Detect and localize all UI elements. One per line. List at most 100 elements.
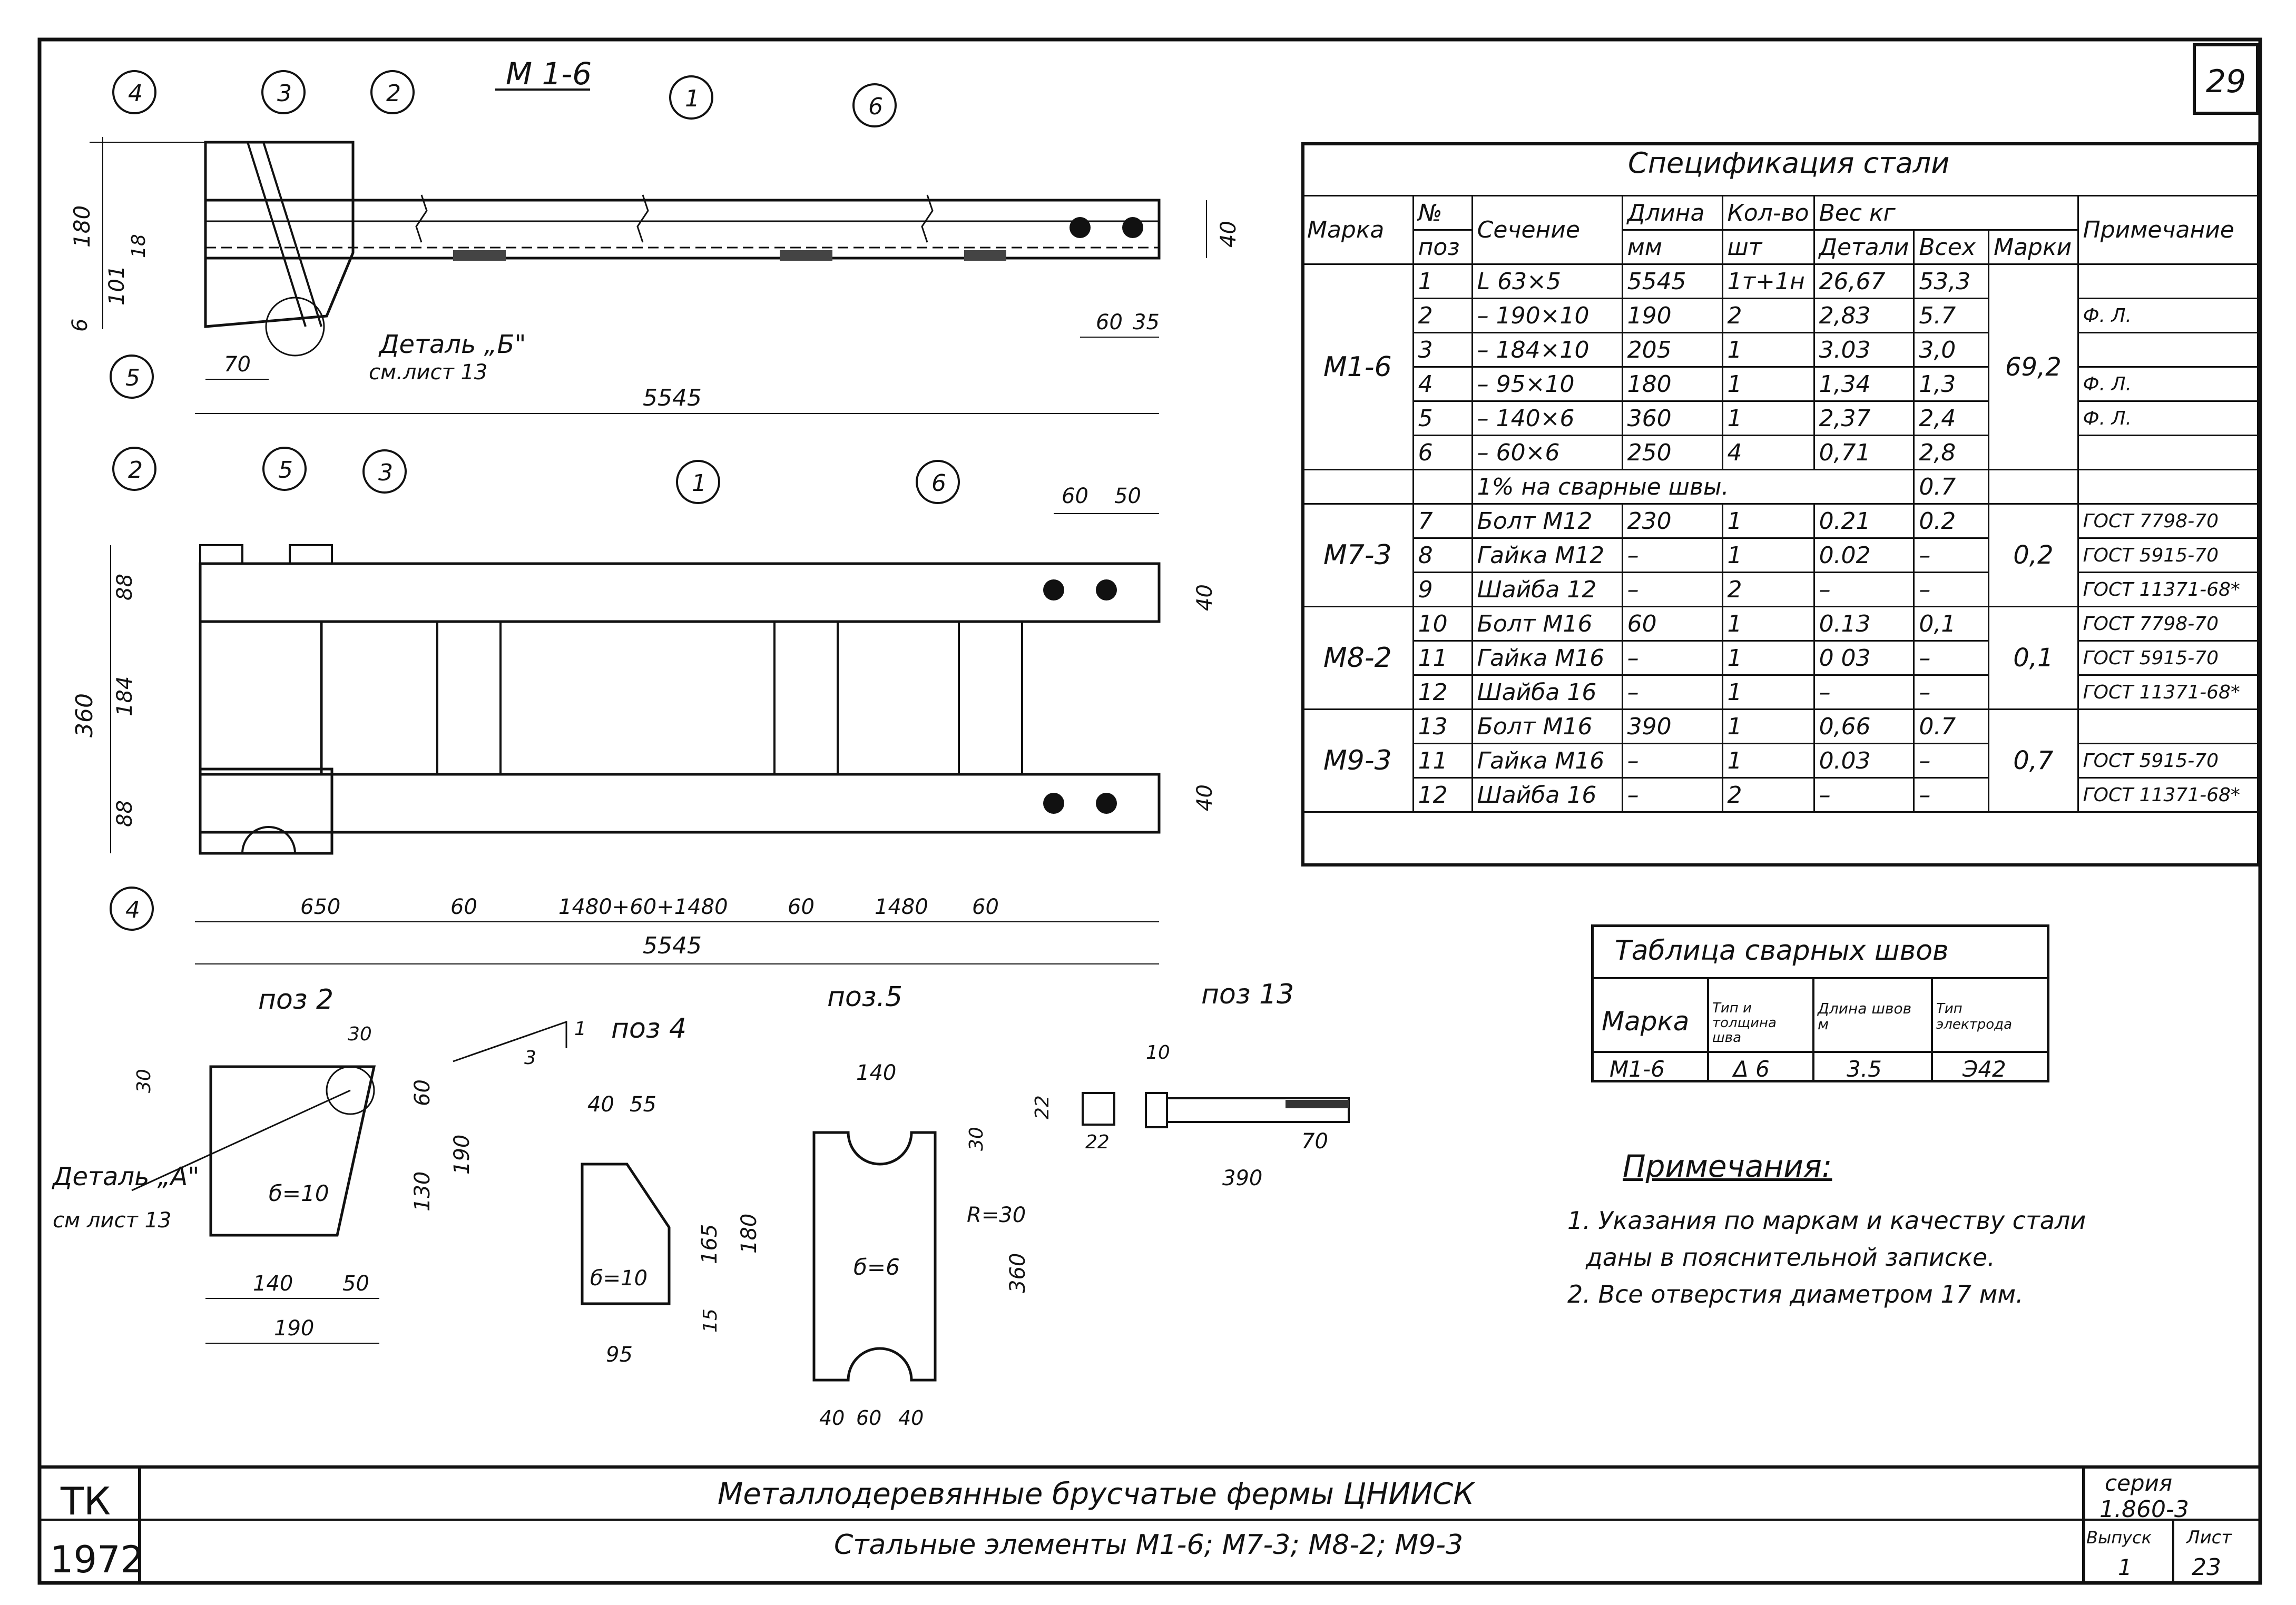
spec-cell-section: Шайба 16 [1471,777,1623,813]
spec-h-w-detail: Детали [1813,229,1915,265]
svg-text:30: 30 [966,1127,987,1151]
dim-60-top: 60 [1096,310,1123,334]
spec-cell-qty: 1 [1721,503,1815,539]
spec-cell-w-detail: 0.03 [1813,743,1915,779]
svg-text:3: 3 [277,80,292,107]
spec-cell-note: ГОСТ 5915-70 [2077,537,2261,573]
svg-text:4: 4 [128,80,143,107]
spec-cell-qty: 1 [1721,332,1815,368]
spec-cell-note: Ф. Л. [2077,366,2261,402]
dim-88-bottom: 88 [113,800,137,827]
spec-h-length-unit: мм [1621,229,1723,265]
dim-650: 650 [300,895,340,919]
svg-text:поз 2: поз 2 [258,984,333,1016]
svg-text:360: 360 [1006,1253,1030,1293]
spec-cell-w-all: 0.7 [1913,469,1990,505]
dim-60-b: 60 [788,895,815,919]
spec-cell-w-all: – [1913,777,1990,813]
spec-cell-w-all: 3,0 [1913,332,1990,368]
spec-h-qty-unit: шт [1721,229,1815,265]
dim-plan-40b: 40 [1193,784,1217,811]
spec-cell-length: – [1621,640,1723,676]
spec-cell-pos: 3 [1412,332,1473,368]
callout-group-top: 4 3 2 1 6 5 [110,70,897,399]
svg-text:15: 15 [700,1308,721,1333]
spec-cell-note: ГОСТ 5915-70 [2077,640,2261,676]
dim-18: 18 [128,234,150,258]
spec-cell-mark: М1-6 [1301,263,1414,470]
sheet-value: 23 [2192,1554,2221,1581]
svg-text:30: 30 [348,1023,372,1045]
notes-title: Примечания: [1623,1148,1832,1184]
svg-text:5: 5 [278,457,293,484]
svg-text:4: 4 [125,897,140,923]
spec-cell-section: Шайба 16 [1471,674,1623,710]
spec-cell-w-all: 2,8 [1913,435,1990,470]
spec-cell-pos: 1 [1412,263,1473,299]
spec-cell-w-detail: 26,67 [1813,263,1915,299]
sheet-number: 29 [2206,63,2246,100]
title-block: ТК 1972 Металлодеревянные брусчатые ферм… [40,1465,2260,1583]
spec-h-qty: Кол-во [1721,195,1815,231]
svg-text:Деталь „А": Деталь „А" [52,1162,199,1192]
spec-cell-length: 390 [1621,708,1723,744]
series-label: серия [2105,1470,2172,1496]
weld-h-mark: Марка [1602,1006,1690,1037]
spec-cell-qty: 1т+1н [1721,263,1815,299]
spec-cell-w-detail: 1,34 [1813,366,1915,402]
series-value: 1.860-3 [2099,1496,2189,1523]
spec-cell-qty: 1 [1721,366,1815,402]
spec-cell-length: 190 [1621,298,1723,333]
spec-cell-qty: 2 [1721,572,1815,607]
spec-cell-note [2077,263,2261,299]
spec-cell-w-detail: 0,71 [1813,435,1915,470]
spec-cell-note: ГОСТ 11371-68* [2077,777,2261,813]
spec-cell-pos: 2 [1412,298,1473,333]
spec-cell-w-detail: – [1813,674,1915,710]
dim-plan-60: 60 [1062,484,1088,508]
svg-text:60: 60 [410,1079,435,1106]
spec-h-note: Примечание [2077,195,2261,265]
spec-cell-w-detail: 0 03 [1813,640,1915,676]
spec-cell-length: 180 [1621,366,1723,402]
note-2: 2. Все отверстия диаметром 17 мм. [1567,1280,2024,1308]
svg-text:10: 10 [1146,1042,1170,1064]
spec-cell-note [2077,332,2261,368]
spec-cell-qty: 1 [1721,606,1815,642]
spec-cell-pos: 4 [1412,366,1473,402]
spec-cell-qty: 1 [1721,708,1815,744]
svg-text:1: 1 [692,470,707,497]
spec-cell-length: – [1621,777,1723,813]
spec-cell-note [2077,469,2261,505]
spec-cell-w-mark: 0,1 [1988,606,2079,710]
dim-5545-plan: 5545 [643,932,702,959]
svg-text:180: 180 [737,1214,761,1254]
callout-group-plan: 2 5 3 1 6 4 [110,447,960,931]
spec-cell-pos: 12 [1412,674,1473,710]
spec-cell-pos: 13 [1412,708,1473,744]
spec-cell-w-mark: 0,7 [1988,708,2079,813]
spec-cell-w-detail: 2,37 [1813,400,1915,436]
spec-cell-section: – 184×10 [1471,332,1623,368]
spec-cell-qty: 2 [1721,298,1815,333]
spec-cell-note: ГОСТ 11371-68* [2077,572,2261,607]
spec-cell-w-detail: 0,66 [1813,708,1915,744]
spec-cell-qty: 2 [1721,777,1815,813]
svg-text:6: 6 [931,470,946,497]
svg-text:б=10: б=10 [269,1180,329,1206]
weld-h-length: Длина швов м [1818,1000,1912,1033]
spec-cell-length: 60 [1621,606,1723,642]
spec-cell-qty: 1 [1721,537,1815,573]
spec-cell-section: Болт М12 [1471,503,1623,539]
spec-cell-section: Гайка М16 [1471,743,1623,779]
svg-text:140: 140 [856,1061,896,1085]
spec-cell-mark [1301,469,1414,505]
spec-cell-w-all: 0,1 [1913,606,1990,642]
spec-cell-section: – 140×6 [1471,400,1623,436]
weld-h-type: Тип и толщина шва [1712,1000,1777,1046]
